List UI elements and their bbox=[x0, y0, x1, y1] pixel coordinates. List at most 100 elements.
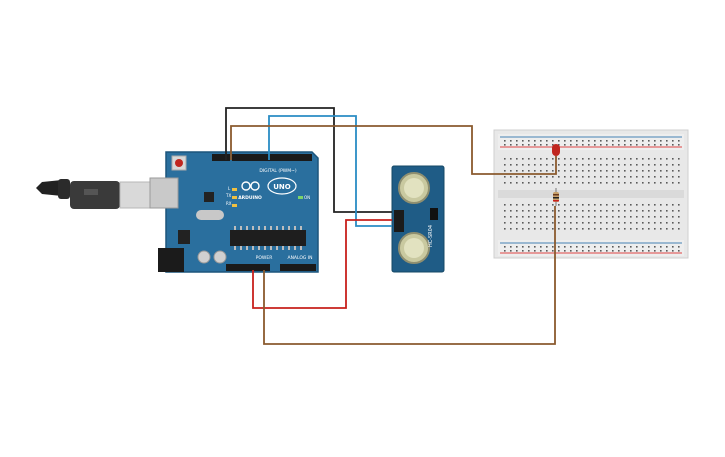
breadboard-hole[interactable] bbox=[582, 216, 584, 218]
breadboard-hole[interactable] bbox=[618, 228, 620, 230]
breadboard-hole[interactable] bbox=[552, 250, 554, 252]
breadboard-hole[interactable] bbox=[594, 216, 596, 218]
breadboard-hole[interactable] bbox=[564, 170, 566, 172]
breadboard-hole[interactable] bbox=[576, 204, 578, 206]
breadboard-hole[interactable] bbox=[642, 222, 644, 224]
breadboard-hole[interactable] bbox=[678, 176, 680, 178]
breadboard-hole[interactable] bbox=[564, 144, 566, 146]
breadboard-hole[interactable] bbox=[618, 222, 620, 224]
breadboard-hole[interactable] bbox=[564, 140, 566, 142]
breadboard-hole[interactable] bbox=[672, 164, 674, 166]
breadboard-hole[interactable] bbox=[618, 144, 620, 146]
breadboard-hole[interactable] bbox=[522, 216, 524, 218]
breadboard-hole[interactable] bbox=[612, 222, 614, 224]
breadboard-hole[interactable] bbox=[630, 140, 632, 142]
breadboard-hole[interactable] bbox=[564, 222, 566, 224]
breadboard-hole[interactable] bbox=[642, 176, 644, 178]
breadboard-hole[interactable] bbox=[618, 210, 620, 212]
breadboard-hole[interactable] bbox=[510, 144, 512, 146]
breadboard-hole[interactable] bbox=[576, 250, 578, 252]
breadboard-hole[interactable] bbox=[660, 158, 662, 160]
breadboard-hole[interactable] bbox=[660, 222, 662, 224]
breadboard-hole[interactable] bbox=[528, 176, 530, 178]
breadboard-hole[interactable] bbox=[540, 228, 542, 230]
breadboard-hole[interactable] bbox=[534, 228, 536, 230]
breadboard-hole[interactable] bbox=[642, 228, 644, 230]
breadboard-hole[interactable] bbox=[522, 170, 524, 172]
breadboard-hole[interactable] bbox=[624, 250, 626, 252]
breadboard-hole[interactable] bbox=[552, 204, 554, 206]
breadboard-hole[interactable] bbox=[516, 144, 518, 146]
breadboard-hole[interactable] bbox=[594, 182, 596, 184]
breadboard-hole[interactable] bbox=[576, 140, 578, 142]
breadboard-hole[interactable] bbox=[564, 246, 566, 248]
breadboard-hole[interactable] bbox=[588, 204, 590, 206]
breadboard-hole[interactable] bbox=[546, 170, 548, 172]
breadboard-hole[interactable] bbox=[510, 176, 512, 178]
breadboard-hole[interactable] bbox=[606, 250, 608, 252]
breadboard-hole[interactable] bbox=[660, 164, 662, 166]
breadboard-hole[interactable] bbox=[510, 246, 512, 248]
breadboard-hole[interactable] bbox=[630, 158, 632, 160]
breadboard-hole[interactable] bbox=[642, 164, 644, 166]
breadboard-hole[interactable] bbox=[600, 170, 602, 172]
breadboard-hole[interactable] bbox=[504, 158, 506, 160]
breadboard-hole[interactable] bbox=[588, 250, 590, 252]
breadboard-hole[interactable] bbox=[624, 176, 626, 178]
breadboard-hole[interactable] bbox=[510, 140, 512, 142]
breadboard-hole[interactable] bbox=[642, 216, 644, 218]
breadboard-hole[interactable] bbox=[552, 222, 554, 224]
breadboard-hole[interactable] bbox=[534, 164, 536, 166]
breadboard-hole[interactable] bbox=[558, 250, 560, 252]
breadboard-hole[interactable] bbox=[540, 144, 542, 146]
breadboard-hole[interactable] bbox=[612, 144, 614, 146]
breadboard-hole[interactable] bbox=[588, 216, 590, 218]
breadboard-hole[interactable] bbox=[648, 140, 650, 142]
breadboard-hole[interactable] bbox=[666, 222, 668, 224]
breadboard-hole[interactable] bbox=[630, 144, 632, 146]
breadboard-hole[interactable] bbox=[510, 170, 512, 172]
breadboard-hole[interactable] bbox=[618, 216, 620, 218]
breadboard-hole[interactable] bbox=[594, 210, 596, 212]
breadboard-hole[interactable] bbox=[522, 222, 524, 224]
breadboard-hole[interactable] bbox=[666, 170, 668, 172]
breadboard-hole[interactable] bbox=[666, 158, 668, 160]
breadboard-hole[interactable] bbox=[624, 222, 626, 224]
breadboard-hole[interactable] bbox=[678, 170, 680, 172]
breadboard-hole[interactable] bbox=[528, 228, 530, 230]
breadboard-hole[interactable] bbox=[660, 144, 662, 146]
breadboard-hole[interactable] bbox=[546, 164, 548, 166]
breadboard-hole[interactable] bbox=[630, 222, 632, 224]
breadboard-hole[interactable] bbox=[552, 176, 554, 178]
breadboard-hole[interactable] bbox=[642, 140, 644, 142]
breadboard-hole[interactable] bbox=[570, 164, 572, 166]
breadboard-hole[interactable] bbox=[642, 144, 644, 146]
breadboard-hole[interactable] bbox=[558, 182, 560, 184]
breadboard-hole[interactable] bbox=[504, 140, 506, 142]
breadboard-hole[interactable] bbox=[636, 216, 638, 218]
breadboard-hole[interactable] bbox=[534, 204, 536, 206]
breadboard-hole[interactable] bbox=[588, 182, 590, 184]
breadboard-hole[interactable] bbox=[612, 170, 614, 172]
breadboard-hole[interactable] bbox=[582, 140, 584, 142]
breadboard-hole[interactable] bbox=[576, 228, 578, 230]
breadboard-hole[interactable] bbox=[612, 176, 614, 178]
breadboard-hole[interactable] bbox=[576, 182, 578, 184]
breadboard-hole[interactable] bbox=[522, 144, 524, 146]
breadboard-hole[interactable] bbox=[564, 228, 566, 230]
breadboard-hole[interactable] bbox=[666, 228, 668, 230]
breadboard-hole[interactable] bbox=[570, 182, 572, 184]
breadboard-hole[interactable] bbox=[594, 204, 596, 206]
breadboard-hole[interactable] bbox=[504, 204, 506, 206]
breadboard-hole[interactable] bbox=[600, 140, 602, 142]
breadboard-hole[interactable] bbox=[672, 144, 674, 146]
breadboard-hole[interactable] bbox=[600, 176, 602, 178]
breadboard-hole[interactable] bbox=[522, 210, 524, 212]
breadboard-hole[interactable] bbox=[600, 246, 602, 248]
breadboard-hole[interactable] bbox=[618, 246, 620, 248]
breadboard-hole[interactable] bbox=[552, 140, 554, 142]
breadboard-hole[interactable] bbox=[636, 222, 638, 224]
breadboard-hole[interactable] bbox=[570, 144, 572, 146]
breadboard-hole[interactable] bbox=[672, 170, 674, 172]
breadboard-hole[interactable] bbox=[516, 246, 518, 248]
